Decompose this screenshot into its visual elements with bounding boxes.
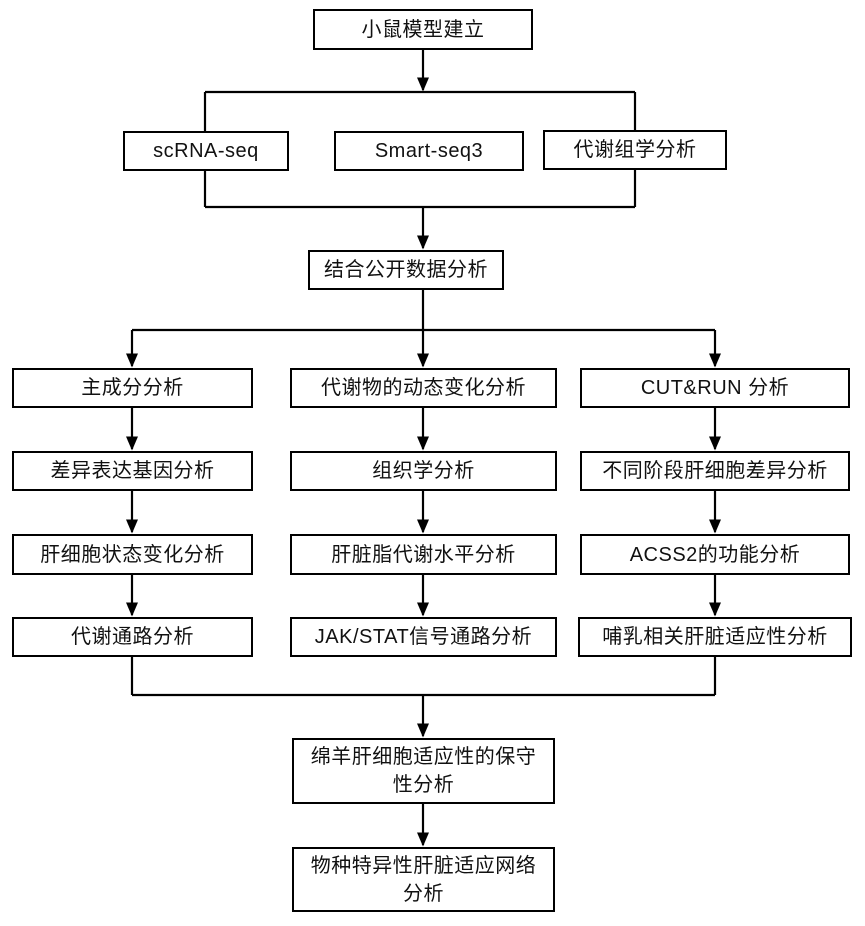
node-mouse-model: 小鼠模型建立	[313, 9, 533, 50]
node-metabolic-pathway-analysis: 代谢通路分析	[12, 617, 253, 657]
node-scrna-seq: scRNA-seq	[123, 131, 289, 171]
node-public-data-analysis: 结合公开数据分析	[308, 250, 504, 290]
node-species-network-analysis: 物种特异性肝脏适应网络分析	[292, 847, 555, 912]
node-pca-analysis: 主成分分析	[12, 368, 253, 408]
node-stage-hepatocyte-diff-analysis: 不同阶段肝细胞差异分析	[580, 451, 850, 491]
node-liver-lipid-analysis: 肝脏脂代谢水平分析	[290, 534, 557, 575]
node-sheep-conservation-analysis: 绵羊肝细胞适应性的保守性分析	[292, 738, 555, 804]
bracket3	[132, 290, 715, 332]
node-deg-analysis: 差异表达基因分析	[12, 451, 253, 491]
node-lactation-adaptation-analysis: 哺乳相关肝脏适应性分析	[578, 617, 852, 657]
node-metabolomics-analysis: 代谢组学分析	[543, 130, 727, 170]
node-hepatocyte-state-analysis: 肝细胞状态变化分析	[12, 534, 253, 575]
node-histology-analysis: 组织学分析	[290, 451, 557, 491]
node-acss2-function-analysis: ACSS2的功能分析	[580, 534, 850, 575]
bracket4	[130, 657, 717, 697]
node-smart-seq3: Smart-seq3	[334, 131, 524, 171]
node-metabolite-dynamics-analysis: 代谢物的动态变化分析	[290, 368, 557, 408]
bracket2	[203, 170, 637, 209]
bracket1	[203, 90, 637, 131]
node-jak-stat-analysis: JAK/STAT信号通路分析	[290, 617, 557, 657]
node-cut-run-analysis: CUT&RUN 分析	[580, 368, 850, 408]
